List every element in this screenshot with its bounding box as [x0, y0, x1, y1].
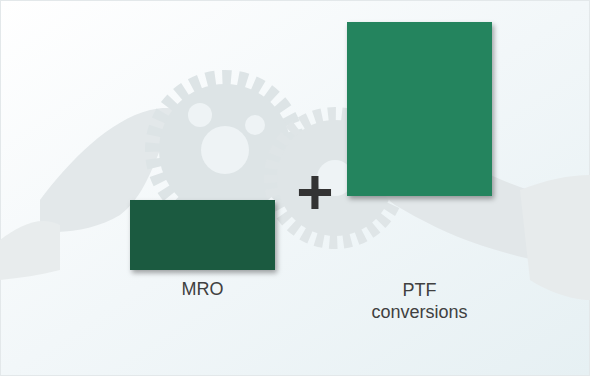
- caption-wrap: MRO: [100, 278, 305, 300]
- caption-wrap: PTF conversions: [317, 279, 522, 323]
- sleeve-silhouette: [520, 175, 590, 300]
- gear-hub: [201, 126, 249, 174]
- sleeve-silhouette: [0, 221, 60, 280]
- gear-hole: [188, 103, 212, 127]
- node-label: MRO: [182, 278, 224, 300]
- gear-hole: [245, 115, 265, 135]
- green-square: MRO: [130, 200, 275, 270]
- filled-square: [347, 22, 492, 196]
- plus-sign: +: [285, 160, 345, 224]
- node-label: PTF conversions: [361, 279, 479, 323]
- green-square: PTF conversions: [347, 22, 492, 196]
- filled-square: [130, 200, 275, 270]
